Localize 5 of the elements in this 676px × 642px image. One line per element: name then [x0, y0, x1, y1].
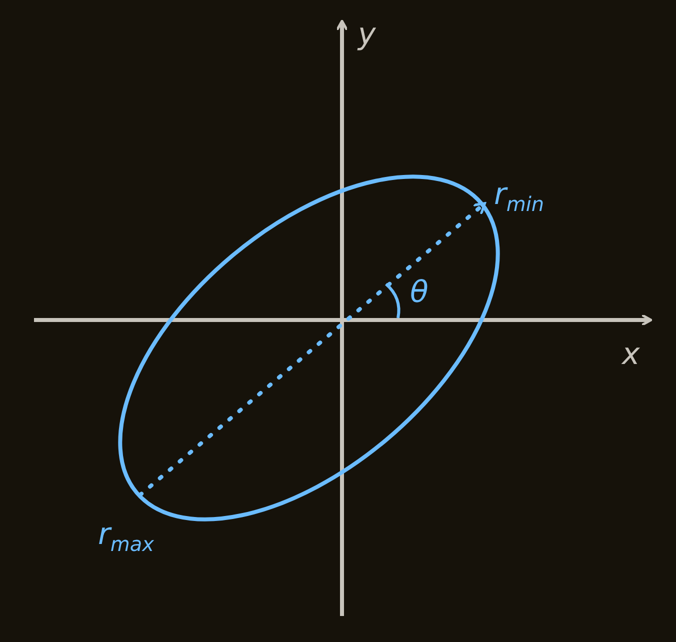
axis-label: y: [358, 20, 376, 50]
angle-label: θ: [410, 278, 428, 308]
radius-label: r$_{max}$: [98, 520, 154, 554]
radius-label: r$_{min}$: [494, 180, 544, 214]
axis-label: x: [622, 340, 640, 370]
